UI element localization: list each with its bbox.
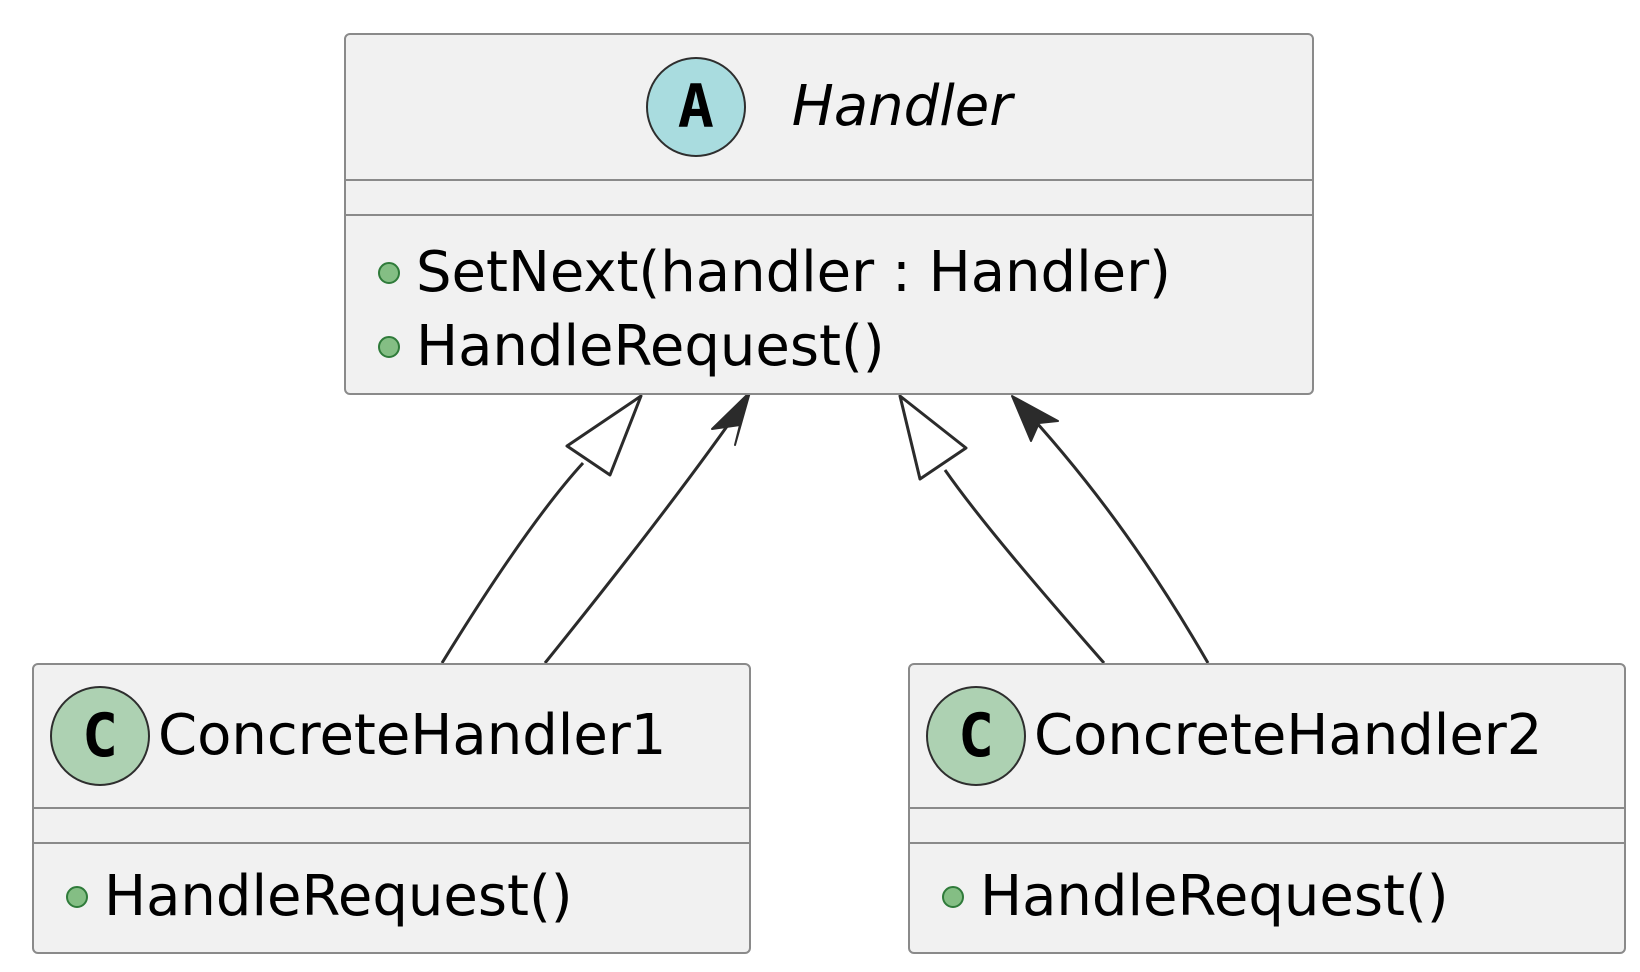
association-edge-concrete2: [1014, 398, 1210, 664]
class-name: ConcreteHandler2: [1034, 703, 1543, 768]
attributes-section: [346, 181, 1312, 216]
public-visibility-icon: [66, 886, 88, 908]
class-header: C ConcreteHandler2: [910, 665, 1624, 809]
class-kind-letter: C: [81, 701, 119, 771]
generalization-arrowhead-concrete2: [898, 394, 968, 481]
class-header: A Handler: [346, 35, 1312, 181]
class-name: ConcreteHandler1: [158, 703, 667, 768]
class-name: Handler: [791, 74, 1013, 139]
class-concrete-handler-1: C ConcreteHandler1 HandleRequest(): [32, 663, 751, 954]
generalization-edge-concrete2: [943, 469, 1106, 664]
operation-signature: HandleRequest(): [980, 864, 1449, 929]
abstract-class-icon: A: [645, 57, 746, 157]
class-icon: C: [926, 686, 1026, 786]
class-icon: C: [50, 686, 150, 786]
class-concrete-handler-2: C ConcreteHandler2 HandleRequest(): [908, 663, 1626, 954]
operation-signature: SetNext(handler : Handler): [416, 240, 1171, 305]
attributes-section: [910, 809, 1624, 844]
operation-signature: HandleRequest(): [416, 314, 885, 379]
class-handler: A Handler SetNext(handler : Handler) Han…: [344, 33, 1314, 395]
class-header: C ConcreteHandler1: [34, 665, 749, 809]
association-arrowhead-concrete1: [711, 391, 751, 446]
operation-row: HandleRequest(): [66, 860, 749, 934]
public-visibility-icon: [378, 262, 400, 284]
operations-section: HandleRequest(): [34, 844, 749, 934]
association-arrowhead-concrete2: [1011, 395, 1059, 442]
class-kind-letter: A: [677, 72, 714, 142]
operation-row: SetNext(handler : Handler): [378, 236, 1312, 310]
class-kind-letter: C: [957, 701, 995, 771]
generalization-arrowhead-concrete1: [565, 394, 643, 477]
public-visibility-icon: [942, 886, 964, 908]
association-edge-concrete1: [543, 397, 749, 664]
operation-signature: HandleRequest(): [104, 864, 573, 929]
public-visibility-icon: [378, 336, 400, 358]
attributes-section: [34, 809, 749, 844]
operations-section: SetNext(handler : Handler) HandleRequest…: [346, 216, 1312, 384]
operation-row: HandleRequest(): [942, 860, 1624, 934]
operations-section: HandleRequest(): [910, 844, 1624, 934]
operation-row: HandleRequest(): [378, 310, 1312, 384]
generalization-edge-concrete1: [440, 461, 585, 664]
